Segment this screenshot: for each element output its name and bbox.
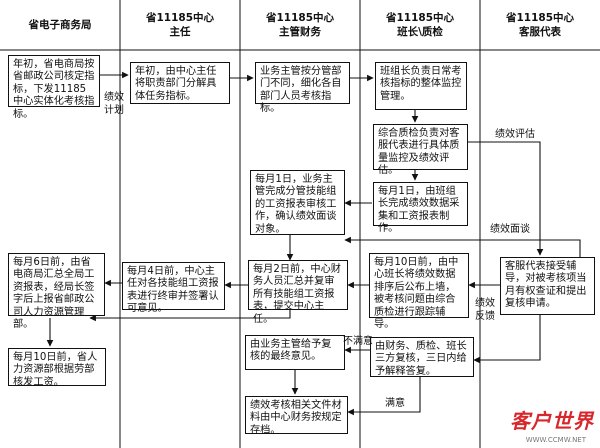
node-supervisor-review: 每月1日，业务主管完成分管技能组的工资报表审核工作，确认绩效面谈对象。 bbox=[250, 170, 345, 235]
node-payroll: 每月10日前，省人力资源部根据劳部核发工资。 bbox=[8, 348, 106, 388]
lane-header-line1: 省11185中心 bbox=[505, 11, 575, 24]
edge-n15-n16 bbox=[347, 377, 421, 416]
edge-label-talk: 绩效面谈 bbox=[490, 224, 530, 235]
edge-n10-n8 bbox=[89, 310, 291, 322]
lane-header-line2: 客服代表 bbox=[519, 26, 561, 38]
edge-n5-n12 bbox=[468, 141, 544, 256]
lane-header-line1: 省电子商务局 bbox=[28, 18, 92, 31]
lane-header-line2: 主管财务 bbox=[279, 26, 321, 38]
node-three-party-review: 由财务、质检、班长三方复核，三日内给予解释答复。 bbox=[370, 337, 474, 377]
node-final-recheck: 由业务主管给予复核的最终意见。 bbox=[245, 335, 345, 370]
lane-header-agent: 省11185中心 客服代表 bbox=[480, 0, 600, 50]
lane-header-qc: 省11185中心 班长\质检 bbox=[360, 0, 480, 50]
lane-header-line1: 省11185中心 bbox=[145, 11, 215, 24]
node-agent-appeal: 客服代表接受辅导，对被考核项当月有权查证和提出复核申请。 bbox=[500, 257, 595, 315]
lane-header-line1: 省11185中心 bbox=[265, 11, 335, 24]
node-data-collection: 每月1日，由班组长完成绩效数据采集和工资报表制作。 bbox=[373, 182, 468, 234]
node-archive: 绩效考核相关文件材料由中心财务按规定存档。 bbox=[245, 396, 348, 436]
node-bureau-summary: 每月6日前，由省电商局汇总全局工资报表，经局长签字后上报省邮政公司人力资源管理部… bbox=[8, 253, 105, 330]
edge-label-eval: 绩效评估 bbox=[495, 129, 535, 140]
node-team-monitor: 班组长负责日常考核指标的整体监控管理。 bbox=[375, 62, 467, 110]
edge-n12-n7-talk bbox=[344, 236, 581, 270]
node-annual-indicators: 年初，省电商局按省邮政公司核定指标，下发11185中心实体化考核指标。 bbox=[8, 55, 100, 120]
node-director-breakdown: 年初，由中心主任将职责部门分解具体任务指标。 bbox=[130, 62, 230, 104]
node-director-final: 每月4日前，中心主任对各技能组工资报表进行终审并签署认可意见。 bbox=[122, 262, 225, 314]
node-finance-summary: 每月2日前，中心财务人员汇总并复审所有技能组工资报表，提交中心主任。 bbox=[248, 260, 348, 325]
lane-header-line1: 省11185中心 bbox=[385, 11, 455, 24]
watermark-logo: 客户世界 bbox=[510, 409, 594, 433]
lane-header-finance: 省11185中心 主管财务 bbox=[240, 0, 360, 50]
lane-header-ecommerce: 省电子商务局 bbox=[0, 0, 120, 50]
edge-label-unsatisfied: 不满意 bbox=[343, 336, 373, 347]
lane-header-line2: 主任 bbox=[169, 26, 191, 38]
watermark-url: WWW.CCMW.NET bbox=[525, 436, 586, 444]
edge-label-feedback: 绩效反馈 bbox=[475, 298, 495, 322]
node-refine-indicators: 业务主管按分管部门不同，细化各自部门人员考核指标。 bbox=[255, 62, 350, 114]
node-qc-evaluation: 综合质检负责对客服代表进行具体质量监控及绩效评估。 bbox=[373, 124, 468, 176]
edge-label-plan: 绩效计划 bbox=[104, 92, 124, 116]
edge-n12-n15 bbox=[473, 315, 541, 364]
edge-label-satisfied: 满意 bbox=[385, 398, 405, 409]
node-ranking-publish: 每月10日前，由中心班长将绩效数据排序后公布上墙，被考核问题由综合质检进行跟踪辅… bbox=[369, 253, 469, 330]
lane-header-director: 省11185中心 主任 bbox=[120, 0, 240, 50]
lane-header-line2: 班长\质检 bbox=[397, 26, 443, 38]
